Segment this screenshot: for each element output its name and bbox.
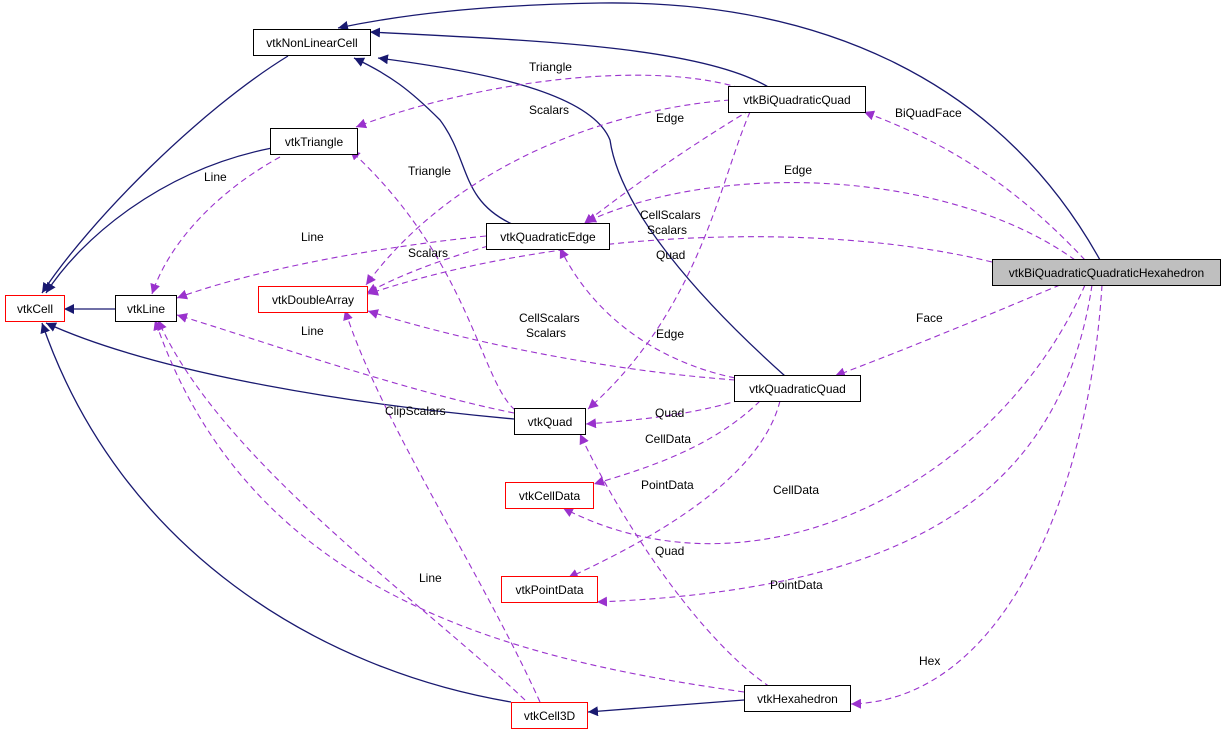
edge-inherit-biquad-nonlinear [369,27,771,89]
label-clipscalars: ClipScalars [385,404,446,418]
edge-labels: Triangle Scalars Edge BiQuadFace Edge Li… [204,60,962,668]
label-scalars-a: Scalars [647,223,687,237]
edge-use-quadquad-celldata [593,400,761,486]
edge-use-main-pointdata [596,284,1093,607]
label-edge-top: Edge [656,111,684,125]
label-cellscalars-b: CellScalars [519,311,580,325]
label-quad-a: Quad [656,248,685,262]
edge-inherit-cell3d-cell [40,322,512,703]
node-vtkTriangle[interactable]: vtkTriangle [270,128,358,155]
edge-use-hex-line [153,319,745,693]
edge-use-main-quadquad [834,284,1061,378]
node-vtkPointData[interactable]: vtkPointData [501,576,598,603]
edge-use-cell3d-line [157,319,526,701]
edge-use-quadquad-pointdata [567,400,781,579]
node-vtkBiQuadraticQuad[interactable]: vtkBiQuadraticQuad [728,86,866,113]
node-vtkLine[interactable]: vtkLine [115,295,177,322]
label-edge-mid: Edge [656,327,684,341]
node-vtkHexahedron[interactable]: vtkHexahedron [744,685,851,712]
edge-inherit-hex-cell3d [587,699,745,717]
edge-use-biquad-doublearray [365,99,731,286]
label-quad-c: Quad [655,544,684,558]
label-scalars-quadedge: Scalars [408,246,448,260]
edge-inherit-quad-cell [45,322,515,420]
label-hex: Hex [919,654,940,668]
label-pointdata-b: PointData [770,578,823,592]
label-triangle-mid: Triangle [408,164,451,178]
label-triangle-top: Triangle [529,60,572,74]
edge-use-main-celldata [562,284,1086,545]
label-scalars-top: Scalars [529,103,569,117]
edge-use-quadquad-doublearray [367,309,736,381]
node-vtkQuad[interactable]: vtkQuad [514,408,586,435]
edge-inherit-main-nonlinear [337,2,1101,261]
edge-use-quadquad-quadedge [559,247,736,379]
label-line-bottom: Line [419,571,442,585]
node-vtkNonLinearCell[interactable]: vtkNonLinearCell [253,29,371,56]
node-vtkCellData[interactable]: vtkCellData [505,482,594,509]
label-scalars-b: Scalars [526,326,566,340]
label-line-mid: Line [301,324,324,338]
node-vtkQuadraticQuad[interactable]: vtkQuadraticQuad [734,375,861,402]
inheritance-edges [40,2,1101,717]
edge-use-quad-triangle [349,149,516,411]
node-vtkBiQuadraticQuadraticHexahedron[interactable]: vtkBiQuadraticQuadraticHexahedron [992,259,1221,286]
usage-edges [150,74,1103,709]
label-pointdata-a: PointData [641,478,694,492]
edge-use-triangle-line [150,156,281,295]
label-biquadface: BiQuadFace [895,106,962,120]
edge-use-biquad-quadedge [583,109,751,225]
node-vtkCell3D[interactable]: vtkCell3D [511,702,588,729]
edge-use-quad-line [176,313,515,414]
label-celldata-a: CellData [645,432,691,446]
edge-inherit-quadedge-nonlinear [353,57,513,225]
edge-use-biquad-quad [587,111,751,410]
edge-inherit-quadquad-nonlinear [377,54,786,377]
edge-use-hex-quad [579,433,771,688]
node-vtkQuadraticEdge[interactable]: vtkQuadraticEdge [486,223,610,250]
node-vtkDoubleArray[interactable]: vtkDoubleArray [258,286,368,313]
edge-inherit-nonlinear-cell [41,55,289,294]
edge-use-quadedge-line [176,235,487,300]
label-line-triangle: Line [204,170,227,184]
edge-use-main-hex [850,284,1103,709]
label-line-quadedge: Line [301,230,324,244]
edge-inherit-triangle-cell [45,147,273,294]
edge-use-main-doublearray [367,236,993,296]
edge-use-main-biquad [863,110,1086,261]
label-face: Face [916,311,943,325]
edge-use-biquad-triangle [355,74,741,129]
node-vtkCell[interactable]: vtkCell [5,295,65,322]
label-celldata-b: CellData [773,483,819,497]
edge-use-main-quadedge [585,182,1076,261]
label-cellscalars-a: CellScalars [640,208,701,222]
edge-use-cell3d-doublearray [343,309,541,703]
label-edge-right: Edge [784,163,812,177]
label-quad-b: Quad [655,406,684,420]
